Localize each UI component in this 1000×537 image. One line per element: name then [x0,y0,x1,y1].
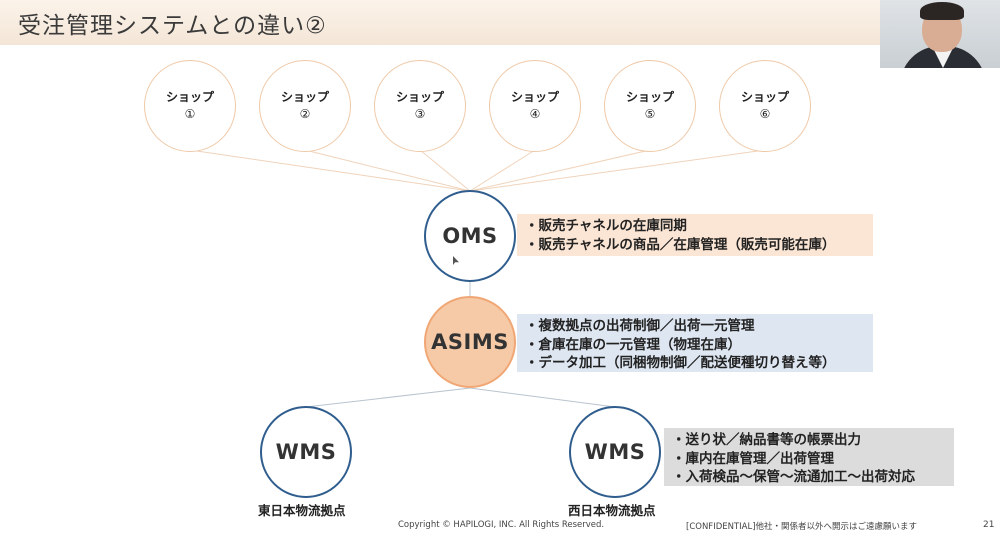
wms-point-2: ・庫内在庫管理／出荷管理 [672,450,834,467]
oms-description-box: ・販売チャネルの在庫同期 ・販売チャネルの商品／在庫管理（販売可能在庫） [517,214,873,256]
asims-point-1: ・複数拠点の出荷制御／出荷一元管理 [525,318,755,334]
wms-east-circle: WMS [260,406,352,498]
mouse-cursor-icon [453,256,459,265]
slide-title: 受注管理システムとの違い② [18,13,327,39]
shop-4-number: ④ [529,107,541,121]
shop-1-label: ショップ [165,90,214,104]
page-number: 21 [983,520,995,530]
connector-shop3-oms [419,149,471,192]
wms-west-label: WMS [584,440,646,464]
wms-east-location: 東日本物流拠点 [258,503,346,518]
oms-point-1: ・販売チャネルの在庫同期 [525,218,687,234]
connector-shop5-oms [469,149,651,192]
connector-shop2-oms [304,149,471,192]
oms-point-2: ・販売チャネルの商品／在庫管理（販売可能在庫） [525,236,836,253]
shop-6-label: ショップ [740,90,789,104]
presenter-hair [920,2,964,20]
footer-copyright: Copyright © HAPILOGI, INC. All Rights Re… [398,520,605,530]
shop-1-number: ① [184,107,196,121]
wms-description-box: ・送り状／納品書等の帳票出力 ・庫内在庫管理／出荷管理 ・入荷検品～保管～流通加… [664,428,954,486]
wms-point-1: ・送り状／納品書等の帳票出力 [672,432,861,448]
connector-shop4-oms [469,149,536,192]
shop-5-circle: ショップ ⑤ [604,60,696,152]
shop-1-circle: ショップ ① [144,60,236,152]
shop-6-number: ⑥ [759,107,771,121]
shop-3-number: ③ [414,107,426,121]
shop-5-label: ショップ [625,90,674,104]
shop-2-label: ショップ [280,90,329,104]
shop-6-circle: ショップ ⑥ [719,60,811,152]
shop-2-number: ② [299,107,311,121]
shop-4-circle: ショップ ④ [489,60,581,152]
slide-title-bar: 受注管理システムとの違い② [0,0,1000,45]
footer-confidential: [CONFIDENTIAL]他社・関係者以外へ開示はご遠慮願います [686,522,918,532]
wms-west-location: 西日本物流拠点 [568,503,656,518]
asims-point-2: ・倉庫在庫の一元管理（物理在庫） [525,336,741,353]
connector-asims-wms-east [305,387,471,408]
shop-2-circle: ショップ ② [259,60,351,152]
shop-5-number: ⑤ [644,107,656,121]
asims-description-box: ・複数拠点の出荷制御／出荷一元管理 ・倉庫在庫の一元管理（物理在庫） ・データ加… [517,314,873,372]
oms-circle: OMS [424,190,516,282]
connector-shop6-oms [469,149,766,192]
shop-3-circle: ショップ ③ [374,60,466,152]
wms-east-label: WMS [275,440,337,464]
asims-circle: ASIMS [424,296,516,388]
shop-3-label: ショップ [395,90,444,104]
oms-label: OMS [442,224,498,248]
asims-point-3: ・データ加工（同梱物制御／配送便種切り替え等） [525,355,836,371]
asims-label: ASIMS [431,330,509,354]
connector-asims-wms-west [469,387,616,408]
connector-shop1-oms [189,149,471,192]
shop-4-label: ショップ [510,90,559,104]
wms-west-circle: WMS [569,406,661,498]
wms-point-3: ・入荷検品～保管～流通加工～出荷対応 [672,469,915,485]
presenter-video-thumbnail[interactable] [880,0,1000,68]
